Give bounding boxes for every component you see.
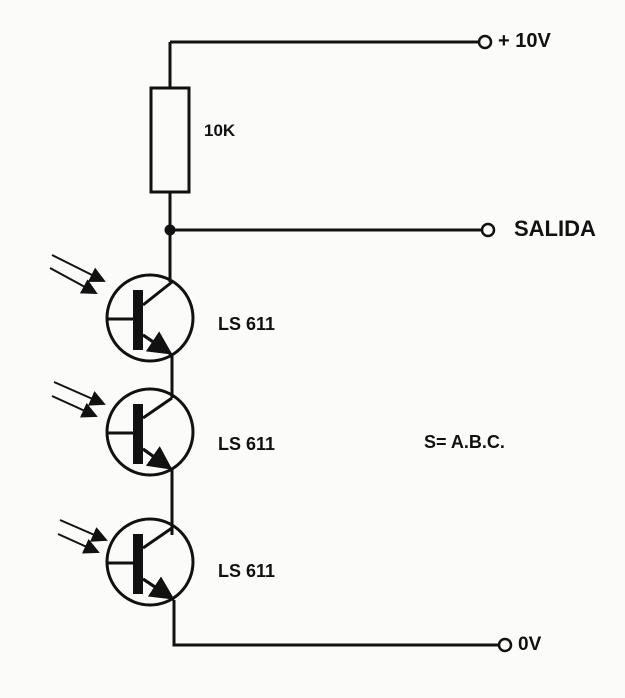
phototransistor-3 bbox=[57, 517, 195, 607]
output-label: SALIDA bbox=[514, 216, 596, 241]
junction-dot bbox=[164, 224, 176, 236]
ground-terminal bbox=[497, 637, 513, 653]
phototransistor-1 bbox=[49, 254, 195, 363]
transistor-1-label: LS 611 bbox=[218, 314, 276, 334]
transistor-2-label: LS 611 bbox=[218, 434, 276, 454]
transistor-3-label: LS 611 bbox=[218, 561, 276, 581]
logic-equation: S= A.B.C. bbox=[424, 432, 505, 452]
supply-wire bbox=[168, 40, 479, 88]
node-wire bbox=[168, 192, 481, 282]
supply-label: + 10V bbox=[498, 30, 551, 52]
resistor-10k bbox=[149, 86, 191, 194]
supply-terminal bbox=[477, 34, 493, 50]
output-terminal bbox=[480, 222, 496, 238]
resistor-label: 10K bbox=[204, 121, 236, 140]
ground-label: 0V bbox=[518, 634, 542, 655]
phototransistor-2 bbox=[51, 381, 195, 477]
ground-wire bbox=[172, 600, 498, 647]
